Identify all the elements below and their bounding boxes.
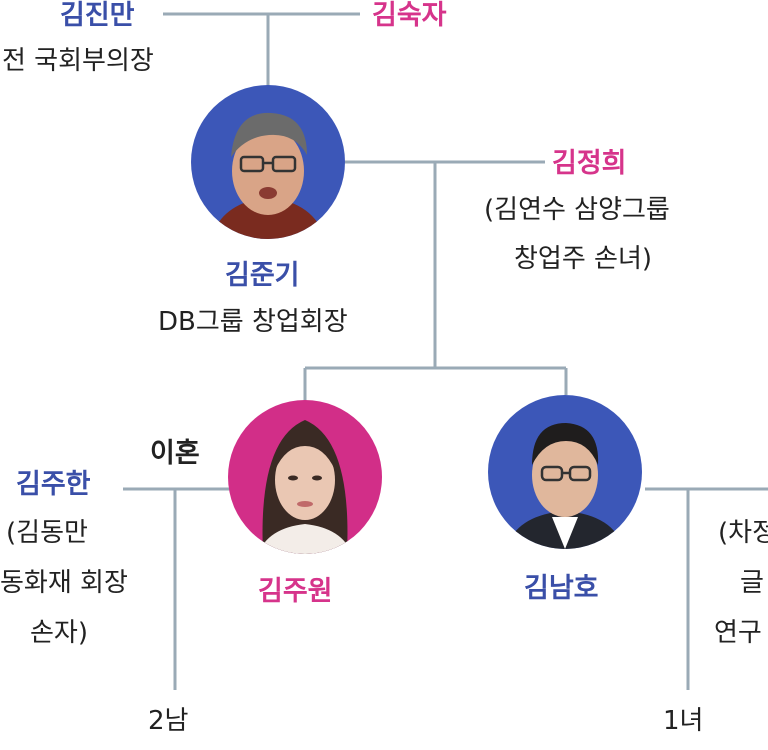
namho-spouse-title-2: 글 <box>740 568 764 598</box>
namho-spouse-title-1: (차정 <box>718 518 768 548</box>
kim-juwon-name: 김주원 <box>258 576 333 607</box>
kim-jinman-title: 전 국회부의장 <box>2 46 154 76</box>
namho-spouse-title-3: 연구 <box>714 618 762 648</box>
kim-jeonghui-name: 김정희 <box>552 148 627 179</box>
juhan-children: 2남 <box>148 706 189 736</box>
kim-juhan-title-2: 동화재 회장 <box>0 568 128 598</box>
kim-juhan-title-1: (김동만 <box>6 518 88 548</box>
kim-jungi-title: DB그룹 창업회장 <box>158 307 348 337</box>
namho-children: 1녀 <box>663 706 704 736</box>
kim-namho-photo <box>488 395 642 549</box>
kim-jeonghui-title-2: 창업주 손녀) <box>514 244 653 274</box>
kim-juhan-title-3: 손자) <box>30 618 88 648</box>
kim-namho-name: 김남호 <box>524 573 599 604</box>
divorce-label: 이혼 <box>150 438 200 469</box>
kim-jinman-name: 김진만 <box>60 0 135 31</box>
kim-sukja-name: 김숙자 <box>372 0 447 31</box>
kim-juwon-photo <box>228 400 382 554</box>
kim-jungi-name: 김준기 <box>225 260 300 291</box>
kim-jungi-photo <box>191 85 345 239</box>
kim-jeonghui-title-1: (김연수 삼양그룹 <box>484 195 670 225</box>
kim-juhan-name: 김주한 <box>16 469 91 500</box>
